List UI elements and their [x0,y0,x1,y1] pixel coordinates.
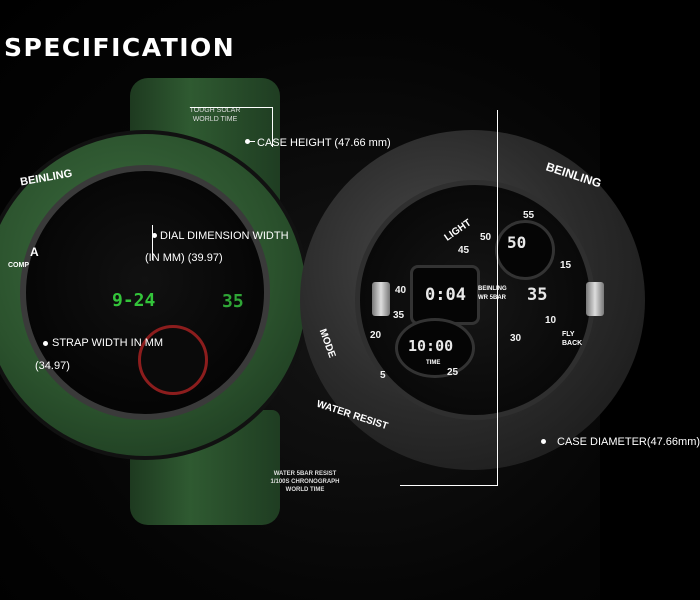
case-diameter-dot [541,439,546,444]
bezel-number: 25 [447,367,459,378]
world-time-bottom-text: WORLD TIME [285,487,325,493]
side-watch-lcd-top: 50 [507,233,527,252]
dial-width-dot [152,233,157,238]
front-watch-bottom-text: WATER 5BAR RESIST 1/100S CHRONOGRAPH WOR… [255,470,355,494]
case-diameter-line-vertical [497,110,498,485]
tough-solar-text: TOUGH SOLAR [189,107,241,114]
side-watch-inner-wr: WR 5BAR [478,295,506,301]
strap-width-dot [43,341,48,346]
front-watch-red-subdial [138,325,208,395]
world-time-text: WORLD TIME [192,116,238,123]
case-height-line-vertical [272,107,273,147]
bezel-number: 45 [458,245,470,256]
side-watch-subdial-top [495,220,555,280]
case-diameter-line-bottom [400,485,498,486]
strap-width-value: (34.97) [35,360,70,372]
side-watch-lcd-bottom-sub: TIME [426,360,441,366]
dial-width-value: (IN MM) (39.97) [145,252,223,264]
front-watch-lcd-time: 9-24 [112,290,156,311]
side-watch-lcd-middle-right: 35 [527,285,548,305]
bezel-number: 40 [395,285,407,296]
bezel-number: 50 [480,232,492,243]
bezel-number: 5 [380,370,386,381]
bezel-number: 55 [523,210,535,221]
front-watch-letter-a: A [30,245,39,259]
front-watch-comp-label: COMP [8,262,29,269]
page-title: SPECIFICATION [4,33,236,62]
case-height-label: CASE HEIGHT (47.66 mm) [257,137,391,149]
strap-width-label: STRAP WIDTH IN MM [52,337,164,349]
case-height-line-top [190,107,273,108]
side-watch-lcd-bottom: 10:00 [408,337,454,355]
side-watch-dial [355,180,595,420]
front-watch-top-text: TOUGH SOLAR WORLD TIME [175,106,255,124]
bezel-number: 35 [393,310,405,321]
case-height-connector [247,141,255,142]
front-watch-lcd-seconds: 35 [222,291,244,312]
side-watch-subdial-bottom [395,318,475,378]
bezel-number: 10 [545,315,557,326]
side-watch-inner-brand: BEINLING [478,286,507,292]
chronograph-text: 1/100S CHRONOGRAPH [270,479,340,485]
case-diameter-label: CASE DIAMETER(47.66mm) [557,436,700,448]
side-watch-button-right [586,282,604,316]
side-watch-lcd-middle-left: 0:04 [425,285,466,305]
side-watch-button-left [372,282,390,316]
side-watch-fly-back-label: FLY BACK [562,331,583,347]
bezel-number: 20 [370,330,382,341]
bezel-number: 30 [510,333,522,344]
bezel-number: 15 [560,260,572,271]
water-resist-text: WATER 5BAR RESIST [273,471,337,477]
dial-width-line [152,225,153,260]
dial-width-label: DIAL DIMENSION WIDTH [160,230,289,242]
